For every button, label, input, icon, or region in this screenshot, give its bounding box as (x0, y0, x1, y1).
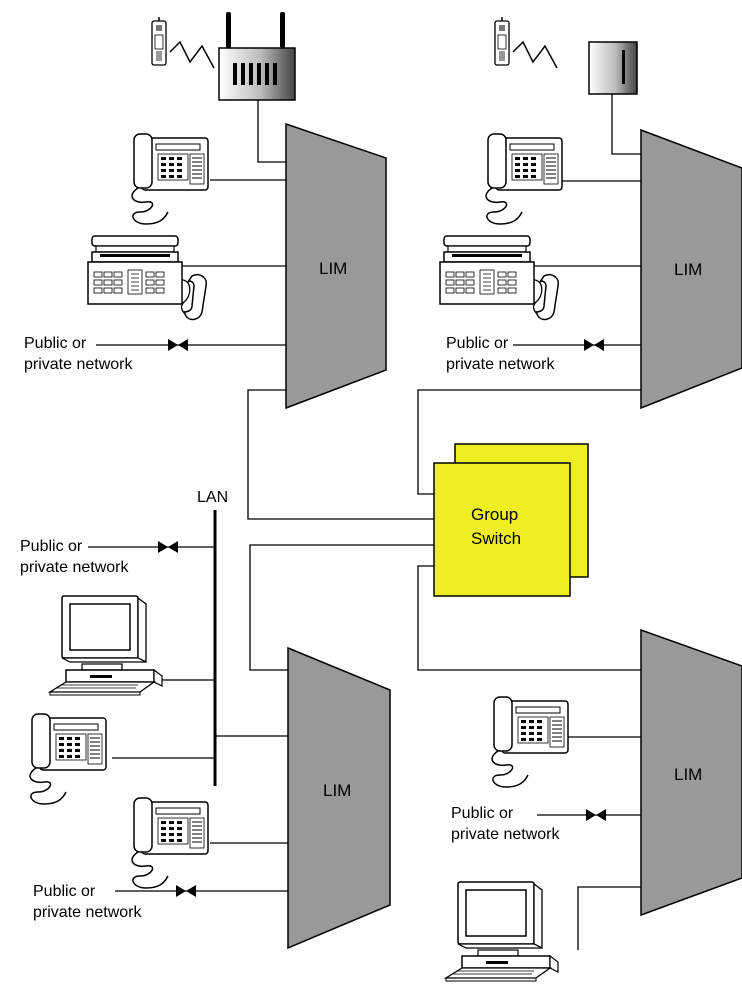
lim-top-right: LIM (640, 128, 742, 410)
desk-phone-icon (491, 696, 569, 788)
radio-base-station-icon (218, 12, 296, 101)
lim-top-left: LIM (285, 122, 387, 410)
cordless-handset-icon (494, 16, 510, 66)
network-label-top-right: Public or private network (446, 335, 555, 373)
group-switch-label-line2: Switch (471, 529, 521, 548)
network-label-bottom-right: Public or private network (451, 805, 560, 843)
radio-link-icon (169, 41, 215, 69)
network-connector-icon (168, 339, 188, 351)
network-connector-icon (584, 339, 604, 351)
network-label-lan: Public or private network (20, 538, 129, 576)
network-label-top-left: Public or private network (24, 335, 133, 373)
desk-phone-icon (485, 133, 563, 225)
network-label-line2: private network (33, 904, 142, 921)
cordless-handset-icon (151, 16, 167, 66)
lim-label: LIM (323, 781, 351, 800)
network-label-line1: Public or (446, 335, 509, 352)
network-label-line1: Public or (20, 538, 83, 555)
lim-bottom-right: LIM (640, 628, 742, 917)
network-label-line2: private network (24, 356, 133, 373)
network-label-line2: private network (20, 559, 129, 576)
desk-phone-icon (131, 133, 209, 225)
network-label-line1: Public or (33, 883, 96, 900)
network-label-bottom-left: Public or private network (33, 883, 142, 921)
fax-phone-icon (87, 235, 208, 321)
fax-phone-icon (439, 235, 560, 321)
desk-phone-icon (29, 713, 107, 805)
lim-label: LIM (674, 260, 702, 279)
network-label-line2: private network (446, 356, 555, 373)
network-connector-icon (586, 809, 606, 821)
radio-base-station-icon (588, 41, 638, 95)
network-label-line1: Public or (451, 805, 514, 822)
group-switch-label-line1: Group (471, 505, 518, 524)
network-label-line1: Public or (24, 335, 87, 352)
lan-label: LAN (197, 489, 228, 506)
lim-label: LIM (674, 765, 702, 784)
network-connector-icon (158, 541, 178, 553)
network-connector-icon (176, 885, 196, 897)
desk-phone-icon (131, 797, 209, 889)
group-switch: Group Switch (433, 443, 589, 597)
lim-label: LIM (319, 259, 347, 278)
network-label-line2: private network (451, 826, 560, 843)
computer-icon (49, 595, 163, 696)
radio-link-icon (512, 41, 558, 69)
lim-bottom-left: LIM (287, 646, 391, 950)
computer-icon (445, 881, 559, 982)
